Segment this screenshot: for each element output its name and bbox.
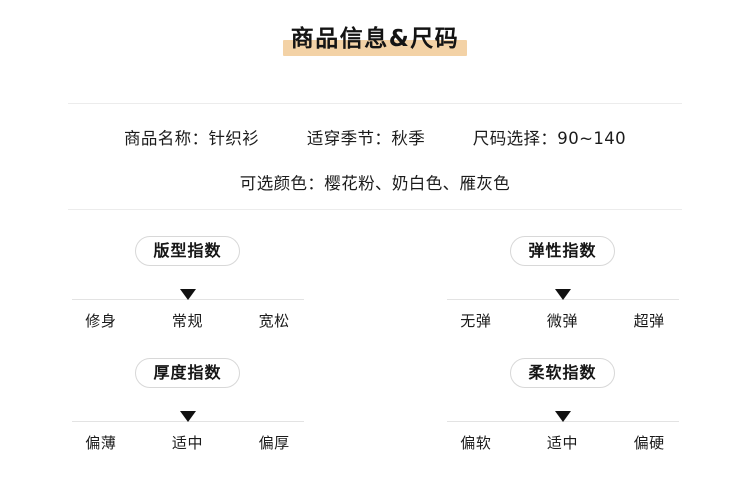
index-badge-wrap-fit: 版型指数: [0, 236, 375, 266]
spec-value-product-name: 针织衫: [208, 129, 260, 148]
divider-bottom: [68, 209, 682, 210]
meter-label-elasticity-1: 微弹: [546, 312, 579, 330]
spec-label-size-range: 尺码选择：: [472, 129, 558, 148]
meter-label-softness-2: 偏硬: [633, 434, 665, 452]
spec-item-product-name: 商品名称：针织衫: [124, 127, 259, 151]
meter-label-elasticity-2: 超弹: [633, 312, 665, 330]
index-grid: 版型指数 修身 常规 宽松 弹性指数: [0, 236, 750, 454]
index-meter-softness: [446, 411, 679, 427]
title-highlight-band: [282, 40, 468, 56]
meter-marker-triangle-softness: [554, 411, 571, 422]
index-card-elasticity: 弹性指数 无弹 微弹 超弹: [375, 236, 750, 332]
spec-item-season: 适穿季节：秋季: [307, 127, 425, 151]
divider-top: [68, 103, 682, 104]
meter-marker-triangle-thickness: [179, 411, 196, 422]
spec-row-primary: 商品名称：针织衫 适穿季节：秋季 尺码选择：90~140: [0, 127, 750, 151]
index-grid-row-2: 厚度指数 偏薄 适中 偏厚 柔软指数: [0, 358, 750, 454]
meter-label-thickness-2: 偏厚: [258, 434, 290, 452]
index-meter-elasticity: [446, 289, 679, 305]
index-badge-thickness: 厚度指数: [135, 358, 240, 388]
meter-labels-thickness: 偏薄 适中 偏厚: [58, 432, 318, 454]
spec-label-season: 适穿季节：: [306, 129, 392, 148]
spec-value-colors: 樱花粉、奶白色、雁灰色: [324, 174, 511, 193]
index-card-softness: 柔软指数 偏软 适中 偏硬: [375, 358, 750, 454]
meter-label-fit-0: 修身: [85, 312, 117, 330]
meter-label-softness-0: 偏软: [460, 434, 492, 452]
meter-labels-softness: 偏软 适中 偏硬: [433, 432, 693, 454]
index-meter-thickness: [71, 411, 304, 427]
index-meter-fit: [71, 289, 304, 305]
spec-value-size-range: 90~140: [557, 129, 627, 148]
index-grid-row-1: 版型指数 修身 常规 宽松 弹性指数: [0, 236, 750, 332]
spec-label-product-name: 商品名称：: [123, 129, 209, 148]
spec-row-colors: 可选颜色：樱花粉、奶白色、雁灰色: [0, 172, 750, 196]
index-badge-wrap-thickness: 厚度指数: [0, 358, 375, 388]
meter-labels-elasticity: 无弹 微弹 超弹: [433, 310, 693, 332]
index-badge-softness: 柔软指数: [510, 358, 615, 388]
index-badge-elasticity: 弹性指数: [510, 236, 615, 266]
spec-value-season: 秋季: [391, 129, 426, 148]
meter-label-fit-1: 常规: [171, 312, 204, 330]
index-badge-wrap-softness: 柔软指数: [375, 358, 750, 388]
index-badge-wrap-elasticity: 弹性指数: [375, 236, 750, 266]
meter-labels-fit: 修身 常规 宽松: [58, 310, 318, 332]
spec-item-colors: 可选颜色：樱花粉、奶白色、雁灰色: [240, 172, 510, 196]
meter-marker-triangle-elasticity: [554, 289, 571, 300]
page-title-container: 商品信息&尺码: [0, 24, 750, 56]
index-card-fit: 版型指数 修身 常规 宽松: [0, 236, 375, 332]
page-title: 商品信息&尺码: [282, 24, 468, 56]
index-badge-fit: 版型指数: [135, 236, 240, 266]
page-title-text: 商品信息&尺码: [290, 26, 460, 52]
meter-label-fit-2: 宽松: [258, 312, 290, 330]
index-card-thickness: 厚度指数 偏薄 适中 偏厚: [0, 358, 375, 454]
meter-label-softness-1: 适中: [546, 434, 579, 452]
meter-marker-triangle-fit: [179, 289, 196, 300]
meter-label-elasticity-0: 无弹: [460, 312, 492, 330]
meter-label-thickness-0: 偏薄: [85, 434, 117, 452]
meter-label-thickness-1: 适中: [171, 434, 204, 452]
spec-label-colors: 可选颜色：: [239, 174, 325, 193]
spec-item-size-range: 尺码选择：90~140: [473, 127, 626, 151]
